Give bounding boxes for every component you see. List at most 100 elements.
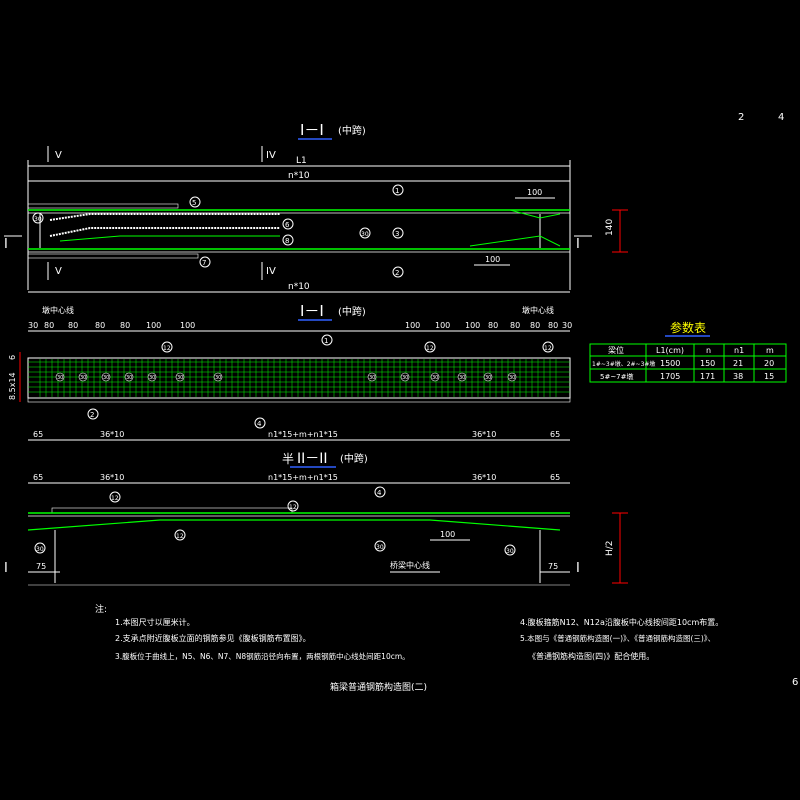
section-1-cut-right-bottom: IV <box>266 266 276 277</box>
section-3-callout-4: 4 <box>374 486 386 498</box>
rebar-mark-circle <box>213 372 223 382</box>
rebar-mark-label: 30 <box>432 375 438 381</box>
section-2-callout-12b: 12 <box>424 341 436 353</box>
section-1-dim-l1: L1 <box>296 156 307 166</box>
param-row-1-col-1: 1705 <box>660 372 680 381</box>
section-1-dim-total: n*10 <box>288 171 310 181</box>
section-2-dim-bottom-1: 36*10 <box>100 430 124 439</box>
section-3-title-suffix: (中跨) <box>340 452 368 465</box>
section-1-callout-6: 6 <box>282 218 294 230</box>
svg-text:12: 12 <box>163 345 171 352</box>
svg-text:30: 30 <box>562 321 572 330</box>
svg-text:5: 5 <box>192 199 196 207</box>
svg-text:30: 30 <box>361 231 369 238</box>
section-2-plan: I－I (中跨) 墩中心线 墩中心线 30 80 80 80 80 100 10… <box>8 302 572 441</box>
svg-text:12: 12 <box>111 495 119 502</box>
section-1-dim-100-top: 100 <box>527 188 542 197</box>
section-3-title: II－II <box>297 451 328 467</box>
section-1-callout-1: 1 <box>392 184 404 196</box>
section-2-dim-bottom-4: 65 <box>550 430 560 439</box>
notes-heading: 注: <box>95 603 107 615</box>
note-4: 4.腹板箍筋N12、N12a沿腹板中心线按间距10cm布置。 <box>520 617 723 627</box>
section-1-callout-30a: 30 <box>32 212 44 224</box>
section-3-callout-12a: 12 <box>109 491 121 503</box>
section-2-callout-2: 2 <box>87 408 99 420</box>
section-2-side-label-a: 6 <box>8 355 17 360</box>
section-2-dim-bottom-2: n1*15+m+n1*15 <box>268 430 338 439</box>
rebar-mark-label: 30 <box>485 375 491 381</box>
section-2-side-label-b: 8.5x14 <box>8 372 17 400</box>
rebar-mark-label: 30 <box>80 375 86 381</box>
section-1-title-suffix: (中跨) <box>338 124 366 137</box>
section-3-callout-30b: 30 <box>374 540 386 552</box>
section-2-callout-4: 4 <box>254 417 266 429</box>
param-row-1-col-2: 171 <box>700 372 715 381</box>
rebar-mark-label: 30 <box>369 375 375 381</box>
section-3-dim-3: 36*10 <box>472 473 496 482</box>
svg-text:30: 30 <box>506 548 514 555</box>
section-3-dim-2: n1*15+m+n1*15 <box>268 473 338 482</box>
svg-text:80: 80 <box>95 321 105 330</box>
section-3-dim-1: 36*10 <box>100 473 124 482</box>
svg-text:4: 4 <box>377 489 382 497</box>
rebar-mark-label: 30 <box>402 375 408 381</box>
param-row-0-col-4: 20 <box>764 359 774 368</box>
rebar-mark-circle <box>124 372 134 382</box>
svg-text:80: 80 <box>44 321 54 330</box>
svg-text:100: 100 <box>146 321 161 330</box>
page-number-edge: 6 <box>792 677 798 688</box>
svg-text:80: 80 <box>120 321 130 330</box>
section-3-mark-left: I <box>4 561 8 576</box>
section-1-callout-5: 5 <box>189 196 201 208</box>
param-row-0-col-2: 150 <box>700 359 715 368</box>
section-1-callout-8: 8 <box>282 234 294 246</box>
param-row-0-col-0: 1#~3#墩、2#~3#墩 <box>592 360 655 368</box>
section-1-callout-7: 7 <box>199 256 211 268</box>
section-1-dim-100-bottom: 100 <box>485 255 500 264</box>
rebar-mark-circle <box>457 372 467 382</box>
param-row-0-col-3: 21 <box>733 359 743 368</box>
rebar-mark-circle <box>175 372 185 382</box>
param-header-0: 梁位 <box>608 345 624 355</box>
section-3-title-prefix: 半 <box>282 452 294 466</box>
section-3-half-elevation: 半 II－II (中跨) 65 36*10 n1*15+m+n1*15 36*1… <box>4 451 628 586</box>
param-row-1-col-0: 5#~7#墩 <box>600 372 634 381</box>
notes: 注: 1.本图尺寸以厘米计。 2.支承点附近腹板立面的钢筋参见《腹板钢筋布置图》… <box>95 603 723 661</box>
param-row-0-col-1: 1500 <box>660 359 680 368</box>
section-1-mark-right: I <box>576 237 580 252</box>
rebar-mark-circle <box>507 372 517 382</box>
svg-text:30: 30 <box>376 544 384 551</box>
section-1-dim-total-bottom: n*10 <box>288 282 310 292</box>
section-3-callout-12: 12 <box>287 500 299 512</box>
param-row-1-col-3: 38 <box>733 372 743 381</box>
section-1-elevation: I－I (中跨) V IV L1 n*10 100 5 <box>4 121 628 293</box>
svg-text:80: 80 <box>548 321 558 330</box>
section-3-dim-100: 100 <box>440 530 455 539</box>
svg-text:80: 80 <box>488 321 498 330</box>
section-3-callout-30c: 30 <box>504 544 516 556</box>
rebar-mark-label: 30 <box>126 375 132 381</box>
rebar-mark-label: 30 <box>103 375 109 381</box>
svg-text:30: 30 <box>36 546 44 553</box>
section-2-left-label: 墩中心线 <box>42 305 74 315</box>
section-2-callout-12a: 12 <box>161 341 173 353</box>
svg-text:100: 100 <box>405 321 420 330</box>
svg-text:100: 100 <box>180 321 195 330</box>
svg-text:12: 12 <box>176 533 184 540</box>
svg-text:80: 80 <box>530 321 540 330</box>
rebar-mark-label: 30 <box>459 375 465 381</box>
svg-text:1: 1 <box>395 187 399 195</box>
section-3-mark-right: I <box>576 561 580 576</box>
section-1-title: I－I <box>300 121 324 139</box>
section-2-right-label: 墩中心线 <box>522 305 554 315</box>
rebar-mark-label: 30 <box>509 375 515 381</box>
rebar-mark-circle <box>430 372 440 382</box>
svg-text:80: 80 <box>510 321 520 330</box>
param-header-4: m <box>766 346 774 355</box>
section-2-dims-right: 100 100 100 80 80 80 80 30 <box>405 321 572 330</box>
svg-text:2: 2 <box>90 411 94 419</box>
section-3-callout-12b: 12 <box>174 529 186 541</box>
section-3-height-label: H/2 <box>605 540 615 556</box>
